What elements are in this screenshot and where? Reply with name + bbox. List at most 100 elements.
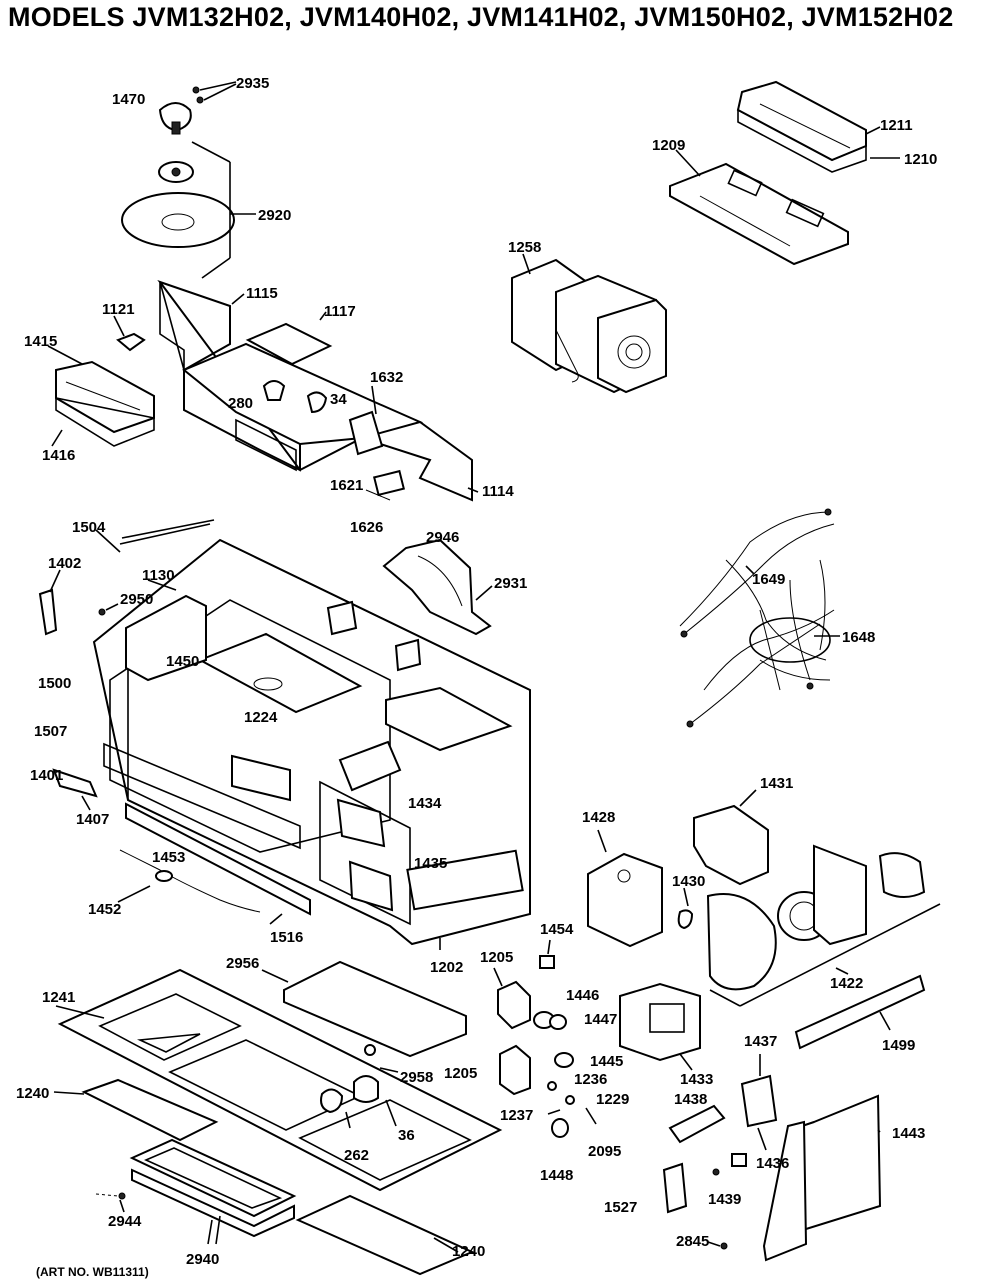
label-1437: 1437 [744,1033,777,1050]
label-1224: 1224 [244,709,278,726]
label-1433: 1433 [680,1071,713,1088]
art-number: (ART NO. WB11311) [36,1265,149,1279]
label-1626: 1626 [350,519,383,536]
part-1438 [668,1104,726,1144]
cover-2940 [129,1138,297,1245]
part-1121 [113,315,146,352]
bracket-1402 [38,569,61,636]
label-280: 280 [228,395,253,412]
label-1438: 1438 [674,1091,707,1108]
label-1447: 1447 [584,1011,617,1028]
part-1454 [539,939,555,969]
transformer-1433 [619,982,701,1071]
label-1621: 1621 [330,477,363,494]
screw-2845 [707,1241,728,1250]
label-1446: 1446 [566,987,599,1004]
bottom-panel-1241 [55,968,503,1192]
label-1435: 1435 [414,855,447,872]
label-1115: 1115 [246,285,278,302]
label-2940: 2940 [186,1251,219,1268]
duct-2931 [382,538,493,636]
label-2920: 2920 [258,207,291,224]
part-1437-1436 [740,1054,778,1151]
vent-fan-motor-1258 [511,258,667,394]
latch-1407 [52,768,98,811]
label-1500: 1500 [38,675,71,692]
label-1448: 1448 [540,1167,573,1184]
label-1401: 1401 [30,767,63,784]
label-1237: 1237 [500,1107,533,1124]
label-1236: 1236 [574,1071,607,1088]
label-1422: 1422 [830,975,863,992]
part-1527 [662,1162,688,1214]
switch-1205-upper [493,967,531,1030]
switch-1205-lower [499,1044,531,1096]
label-1240-right: 1240 [452,1243,485,1260]
label-1499: 1499 [882,1037,915,1054]
label-2950: 2950 [120,591,153,608]
label-1202: 1202 [430,959,463,976]
label-1434: 1434 [408,795,442,812]
label-34: 34 [330,391,347,408]
label-1507: 1507 [34,723,67,740]
label-1470: 1470 [112,91,145,108]
label-1211: 1211 [880,117,913,134]
label-1402: 1402 [48,555,81,572]
wire-harness-1648-1649 [679,508,835,728]
label-1240-left: 1240 [16,1085,49,1102]
label-1527: 1527 [604,1199,637,1216]
strip-1516 [125,802,311,916]
label-36: 36 [398,1127,415,1144]
label-2845: 2845 [676,1233,709,1250]
waveguide-assembly-1114 [157,280,473,502]
label-1258: 1258 [508,239,541,256]
filter-1240-left [53,1078,219,1142]
label-1407: 1407 [76,811,109,828]
screws-2935 [192,81,237,104]
turntable-tray-2920 [121,141,256,279]
label-1205-lower: 1205 [444,1065,477,1082]
label-1428: 1428 [582,809,615,826]
label-1415: 1415 [24,333,57,350]
magnetron-1428 [587,829,663,948]
label-2935: 2935 [236,75,269,92]
label-1516: 1516 [270,929,303,946]
bracket-1130 [125,579,207,682]
vent-plate-1209 [669,162,849,266]
strip-1499 [794,974,926,1050]
label-2944: 2944 [108,1213,142,1230]
label-1453: 1453 [152,849,185,866]
label-1229: 1229 [596,1091,629,1108]
label-2956: 2956 [226,955,259,972]
turntable-coupler [158,161,194,183]
label-1430: 1430 [672,873,705,890]
screw-2944 [95,1192,126,1213]
label-1205-upper: 1205 [480,949,513,966]
label-1117: 1117 [324,303,356,320]
label-1241: 1241 [42,989,75,1006]
label-2958: 2958 [400,1069,433,1086]
label-1209: 1209 [652,137,685,154]
vent-cover-1211 [736,80,867,173]
label-2946: 2946 [426,529,459,546]
label-262: 262 [344,1147,369,1164]
label-1210: 1210 [904,151,937,168]
label-1454: 1454 [540,921,574,938]
label-1648: 1648 [842,629,875,646]
grille-2956 [261,960,467,1058]
panel-1443 [762,1094,882,1262]
part-1452 [119,849,261,913]
label-1439: 1439 [708,1191,741,1208]
label-2931: 2931 [494,575,527,592]
part-1439 [712,1153,747,1176]
label-1436: 1436 [756,1155,789,1172]
lamp-assembly-262-36 [320,1067,399,1129]
label-2095: 2095 [588,1143,621,1160]
label-1431: 1431 [760,775,793,792]
blower-1422 [706,844,941,1007]
label-1416: 1416 [42,447,75,464]
label-1121: 1121 [102,301,135,318]
part-1415-1416 [47,345,155,447]
label-1450: 1450 [166,653,199,670]
